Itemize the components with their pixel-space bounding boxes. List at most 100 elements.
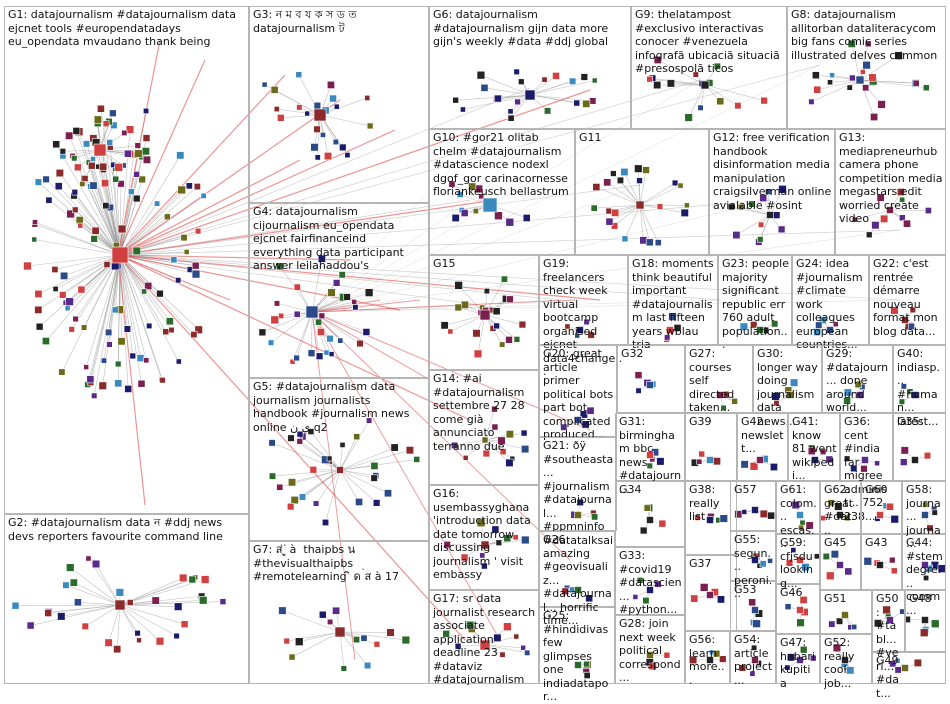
group-label: G51 (824, 592, 869, 606)
group-label: G26: amazing #geovisualiz... #datajourna… (543, 533, 612, 628)
group-label: G57 (734, 483, 773, 497)
group-g32[interactable]: G32 (617, 345, 685, 413)
group-g55[interactable]: G55: segun... peroni... (730, 531, 776, 581)
group-label: G62: great #dat... (824, 483, 858, 537)
group-label: G39 (689, 415, 734, 429)
group-g6[interactable]: G6: datajournalism #datajournalism gijn … (429, 6, 631, 129)
group-g33[interactable]: G33: #covid19 #datascien... #python... (615, 547, 685, 615)
group-g36[interactable]: G36: cent #india far migree administ... … (840, 413, 893, 481)
group-g10[interactable]: G10: #gor21 olitab chelm #datajournalism… (429, 129, 575, 255)
group-g39[interactable]: G39 (685, 413, 737, 481)
group-g16[interactable]: G16: usembassyghana 'introduction data d… (429, 485, 539, 590)
group-label: G58: journa... journa... (906, 483, 943, 551)
group-g15[interactable]: G15 (429, 255, 539, 370)
group-label: G4: datajournalism cijournalism eu_opend… (253, 205, 426, 273)
group-label: G29: #datajourn... done around world... (826, 347, 890, 415)
group-label: G48 (909, 592, 943, 606)
group-label: G56: learn more... (689, 633, 727, 687)
group-g57[interactable]: G57 (730, 481, 776, 531)
group-label: G42: newslett... (741, 415, 785, 456)
group-g45[interactable]: G45 (820, 534, 861, 590)
group-g27[interactable]: G27: courses self directed taken... (685, 345, 753, 413)
group-label: G14: #ai #datajournalism settembre 27 28… (433, 372, 536, 453)
group-label: G5: #datajournalism data journalism jour… (253, 380, 426, 434)
group-label: G37 (689, 557, 734, 571)
group-g21[interactable]: G21: ðÿ #southeasta... #journalism #data… (539, 437, 617, 531)
group-label: G3: ন ম ব য ক স ড ত datajournalism ট (253, 8, 426, 35)
group-g31[interactable]: G31: birmingham bbc news #datajourn... (615, 413, 685, 481)
group-g52[interactable]: G52: really cool job... (820, 634, 872, 684)
group-label: G16: usembassyghana 'introduction data d… (433, 487, 536, 582)
group-g51[interactable]: G51 (820, 590, 872, 634)
group-g62[interactable]: G62: great #dat... (820, 481, 861, 534)
group-label: G32 (621, 347, 682, 361)
group-g41[interactable]: G41: know 81 went wikipedi... (788, 413, 840, 481)
group-label: G15 (433, 257, 536, 271)
group-label: G41: know 81 went wikipedi... (792, 415, 837, 483)
group-g42[interactable]: G42: newslett... (737, 413, 788, 481)
group-g9[interactable]: G9: thelatampost #exclusivo interactivas… (631, 6, 787, 129)
group-g28[interactable]: G28: join next week political correspond… (615, 615, 685, 684)
group-g5[interactable]: G5: #datajournalism data journalism jour… (249, 378, 429, 541)
group-g56[interactable]: G56: learn more... (685, 631, 730, 684)
group-g4[interactable]: G4: datajournalism cijournalism eu_opend… (249, 203, 429, 378)
group-label: G47: habari kupitia (780, 636, 817, 690)
group-g22[interactable]: G22: c'est rentrée démarre nouveau forma… (869, 255, 946, 345)
group-g1[interactable]: G1: datajournalism #datajournalism data … (4, 6, 249, 514)
group-g60[interactable]: G60 (861, 481, 902, 534)
group-g58[interactable]: G58: journa... journa... (902, 481, 946, 534)
group-label: G34 (619, 483, 682, 497)
group-g14[interactable]: G14: #ai #datajournalism settembre 27 28… (429, 370, 539, 485)
group-g47[interactable]: G47: habari kupitia (776, 634, 820, 684)
group-g23[interactable]: G23: people majority significant republi… (718, 255, 792, 345)
group-label: G1: datajournalism #datajournalism data … (8, 8, 246, 49)
group-g30[interactable]: G30: longer way doing journalism data ne… (753, 345, 822, 413)
group-label: G18: moments think beautiful important #… (632, 257, 715, 352)
group-g26[interactable]: G26: amazing #geovisualiz... #datajourna… (539, 531, 615, 607)
group-label: G12: free verification handbook disinfor… (713, 131, 832, 212)
group-label: G52: really cool job... (824, 636, 869, 690)
group-g61[interactable]: G61: colom... escas... (776, 481, 820, 534)
group-label: G54: article project... (734, 633, 773, 687)
group-label: G11 (579, 131, 706, 145)
group-label: G9: thelatampost #exclusivo interactivas… (635, 8, 784, 76)
group-g12[interactable]: G12: free verification handbook disinfor… (709, 129, 835, 255)
group-label: G10: #gor21 olitab chelm #datajournalism… (433, 131, 572, 199)
group-g13[interactable]: G13: mediapreneurhub camera phone compet… (835, 129, 946, 255)
group-g48[interactable]: G48 (905, 590, 946, 652)
group-label: G20: great article primer political bots… (543, 347, 614, 442)
group-g46[interactable]: G46 (776, 584, 820, 634)
group-label: G22: c'est rentrée démarre nouveau forma… (873, 257, 943, 338)
group-g50[interactable]: G50: #tabl... #veri... #dat... (872, 590, 905, 652)
group-g2[interactable]: G2: #datajournalism data ন #ddj news dev… (4, 514, 249, 684)
group-g17[interactable]: G17: sr data journalist research associa… (429, 590, 539, 684)
group-g18[interactable]: G18: moments think beautiful important #… (628, 255, 718, 345)
group-label: G50: #tabl... #veri... #dat... (876, 592, 902, 700)
group-g7[interactable]: G7: ส่ ู่ à ่ thaipbs น #thevisualthaipb… (249, 541, 429, 684)
group-label: G45 (824, 536, 858, 550)
group-g40[interactable]: G40: indiasp... #human... latest... (893, 345, 946, 413)
group-g24[interactable]: G24: idea #journalism #climate work coll… (792, 255, 869, 345)
group-label: G23: people majority significant republi… (722, 257, 789, 352)
group-label: G33: #covid19 #datascien... #python... (619, 549, 682, 617)
group-label: G6: datajournalism #datajournalism gijn … (433, 8, 628, 49)
group-label: G13: mediapreneurhub camera phone compet… (839, 131, 943, 226)
group-label: G7: ส่ ู่ à ่ thaipbs น #thevisualthaipb… (253, 543, 426, 584)
group-g29[interactable]: G29: #datajourn... done around world... (822, 345, 893, 413)
group-g19[interactable]: G19: freelancers check week virtual boot… (539, 255, 628, 345)
group-g8[interactable]: G8: datajournalism allitorban datalitera… (787, 6, 946, 129)
group-g11[interactable]: G11 (575, 129, 709, 255)
group-label: G55: segun... peroni... (734, 533, 773, 601)
group-label: G60 (865, 483, 899, 497)
group-g43[interactable]: G43 (861, 534, 902, 590)
group-label: G24: idea #journalism #climate work coll… (796, 257, 866, 352)
group-label: G2: #datajournalism data ন #ddj news dev… (8, 516, 246, 543)
group-label: G28: join next week political correspond… (619, 617, 682, 685)
group-g3[interactable]: G3: ন ম ব য ক স ড ত datajournalism ট (249, 6, 429, 203)
group-label: G43 (865, 536, 899, 550)
group-g20[interactable]: G20: great article primer political bots… (539, 345, 617, 437)
group-g34[interactable]: G34 (615, 481, 685, 547)
group-label: G27: courses self directed taken... (689, 347, 750, 415)
group-g54[interactable]: G54: article project... (730, 631, 776, 684)
group-label: G17: sr data journalist research associa… (433, 592, 536, 687)
